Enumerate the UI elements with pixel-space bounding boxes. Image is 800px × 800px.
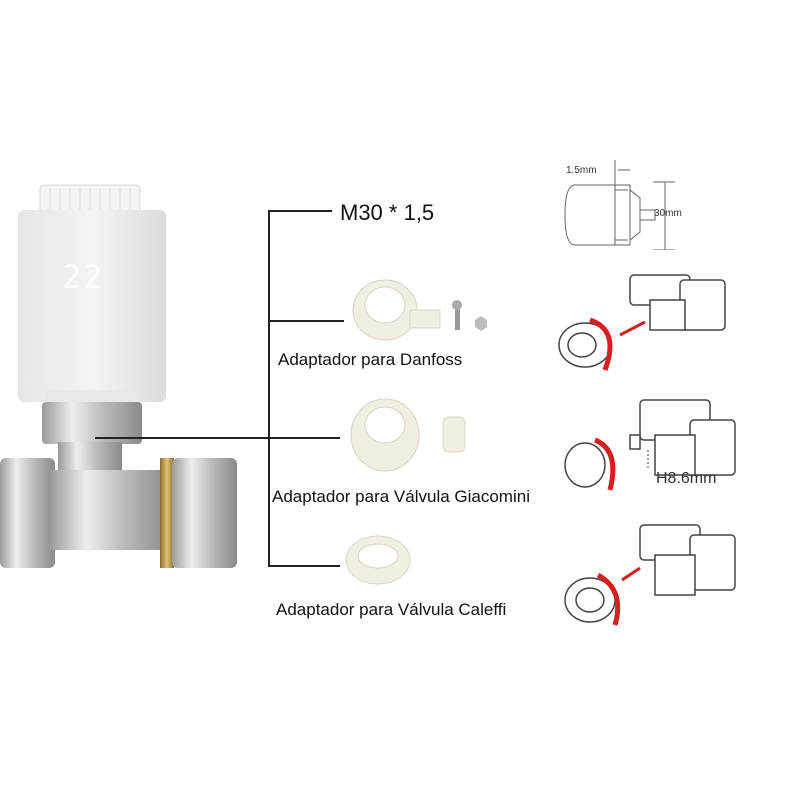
thread-spec: M30 * 1,5	[340, 200, 435, 225]
bracket-line-giacomini	[95, 437, 340, 439]
thermostat-display: 22	[62, 258, 105, 296]
giacomini-adapter-image	[350, 398, 466, 472]
bracket-line-caleffi	[268, 565, 340, 567]
adapter-label-caleffi: Adaptador para Válvula Caleffi	[276, 600, 507, 619]
adapter-label-danfoss: Adaptador para Danfoss	[278, 350, 463, 369]
caleffi-install-diagram	[564, 524, 736, 626]
danfoss-install-diagram	[558, 274, 726, 371]
thread-pitch-dimension: 1.5mm	[566, 165, 597, 176]
diameter-dimension: 30mm	[654, 208, 682, 219]
danfoss-adapter-image	[352, 279, 487, 341]
bracket-vertical-line	[268, 210, 270, 566]
thermostat-valve-image	[0, 184, 237, 568]
bracket-line-spec	[268, 210, 332, 212]
pin-height-dimension: H8.6mm	[656, 470, 717, 487]
adapter-label-giacomini: Adaptador para Válvula Giacomini	[272, 487, 530, 506]
caleffi-adapter-image	[345, 535, 411, 585]
bracket-line-danfoss	[268, 320, 344, 322]
adapter-dimension-drawing	[564, 160, 675, 250]
giacomini-install-diagram	[564, 399, 736, 491]
